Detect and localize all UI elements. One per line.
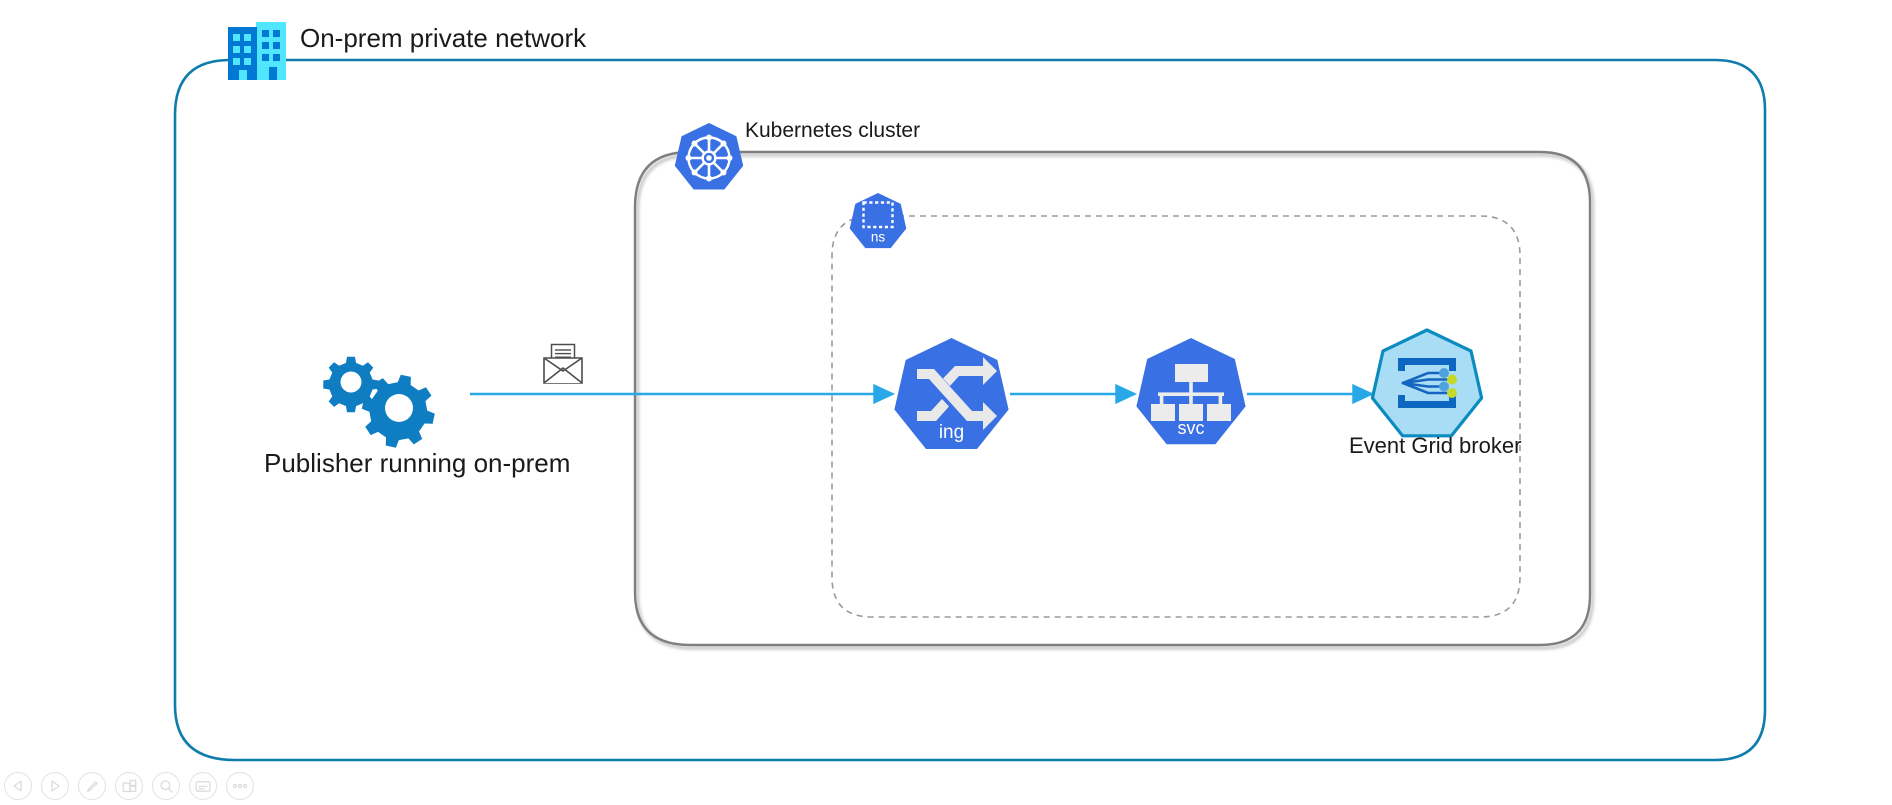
namespace-boundary — [831, 215, 1521, 618]
next-page-button[interactable] — [41, 772, 69, 800]
event-grid-icon — [1370, 328, 1484, 438]
service-icon-label: svc — [1178, 418, 1205, 438]
kubernetes-icon — [674, 123, 744, 190]
kubernetes-cluster-boundary — [633, 150, 1592, 647]
slide-icon — [195, 780, 211, 792]
kubernetes-cluster-label: Kubernetes cluster — [745, 119, 921, 142]
publisher-label: Publisher running on-prem — [264, 448, 571, 478]
kubernetes-namespace-icon: ns — [849, 193, 907, 249]
office-building-icon — [228, 22, 286, 80]
envelope-icon — [543, 343, 583, 384]
ellipsis-icon — [232, 783, 248, 789]
on-prem-boundary-label: On-prem private network — [300, 23, 587, 53]
edit-button[interactable] — [78, 772, 106, 800]
layers-icon — [122, 779, 136, 793]
magnifier-icon — [159, 779, 173, 793]
gears-icon — [323, 356, 435, 448]
namespace-icon-label: ns — [871, 230, 886, 245]
previous-page-button[interactable] — [4, 772, 32, 800]
on-prem-boundary — [173, 58, 1767, 762]
zoom-button[interactable] — [152, 772, 180, 800]
triangle-left-icon — [13, 780, 22, 792]
presentation-button[interactable] — [189, 772, 217, 800]
ingress-icon-label: ing — [939, 422, 964, 443]
layers-button[interactable] — [115, 772, 143, 800]
kubernetes-ingress-icon: ing — [894, 338, 1009, 449]
bottom-toolbar — [0, 772, 254, 800]
event-grid-broker-label: Event Grid broker — [1349, 433, 1522, 458]
triangle-right-icon — [51, 780, 60, 792]
more-options-button[interactable] — [226, 772, 254, 800]
kubernetes-service-icon: svc — [1136, 338, 1246, 445]
pencil-icon — [86, 780, 98, 792]
